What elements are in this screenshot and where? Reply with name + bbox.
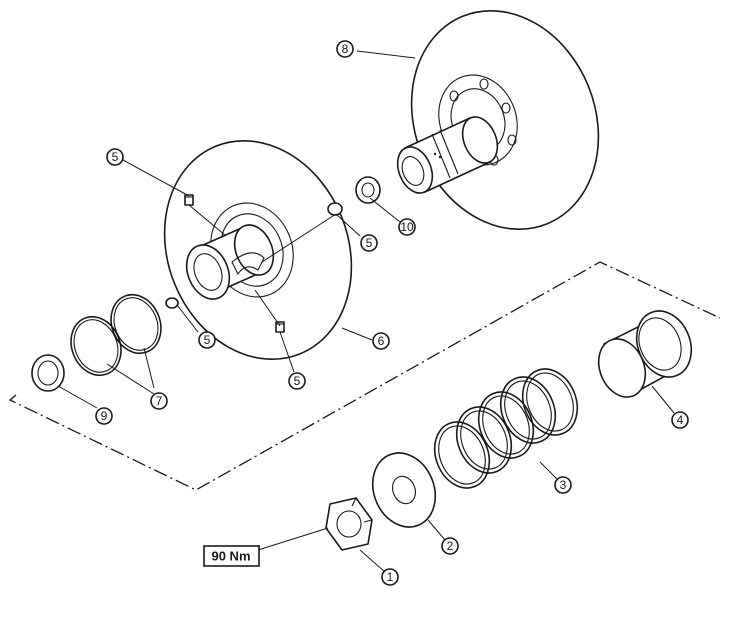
callout-6: 6	[372, 332, 390, 350]
callout-label: 2	[447, 539, 454, 553]
slider-pin-bottom	[275, 321, 285, 333]
callout-3: 3	[554, 476, 572, 494]
roller-pin-right	[327, 202, 343, 216]
callout-label: 10	[400, 220, 414, 234]
callout-label: 5	[112, 150, 119, 164]
part-spring	[433, 368, 579, 489]
callout-7: 7	[150, 392, 168, 410]
slider-pin-top	[184, 194, 194, 206]
callout-5-left: 5	[198, 331, 216, 349]
part-fixed-sheave	[396, 10, 600, 230]
part-o-rings	[70, 293, 162, 377]
callout-5-right: 5	[360, 234, 378, 252]
callout-10: 10	[398, 218, 416, 236]
callout-5-top: 5	[106, 148, 124, 166]
callout-8: 8	[336, 40, 354, 58]
callout-4: 4	[671, 411, 689, 429]
assembly-axis-line	[8, 261, 721, 491]
part-seal-10	[355, 176, 381, 204]
callout-label: 6	[378, 334, 385, 348]
callout-5-bottom: 5	[288, 372, 306, 390]
torque-value: 90 Nm	[211, 549, 250, 564]
callout-2: 2	[441, 537, 459, 555]
callout-1: 1	[381, 568, 399, 586]
part-washer	[371, 452, 437, 528]
callout-label: 7	[156, 394, 163, 408]
callout-9: 9	[95, 407, 113, 425]
callout-label: 5	[294, 374, 301, 388]
callout-label: 3	[560, 478, 567, 492]
callout-label: 8	[342, 42, 349, 56]
part-sleeve	[597, 310, 693, 398]
torque-spec-box: 90 Nm	[203, 545, 260, 567]
callout-label: 4	[677, 413, 684, 427]
leader-lines	[57, 50, 675, 573]
callout-label: 5	[204, 333, 211, 347]
part-hex-nut	[325, 497, 373, 551]
slider-pin-left	[165, 297, 179, 309]
callout-label: 1	[387, 570, 394, 584]
callout-label: 9	[101, 409, 108, 423]
callout-label: 5	[366, 236, 373, 250]
part-movable-sheave	[163, 140, 353, 360]
part-seal-9	[31, 354, 65, 392]
